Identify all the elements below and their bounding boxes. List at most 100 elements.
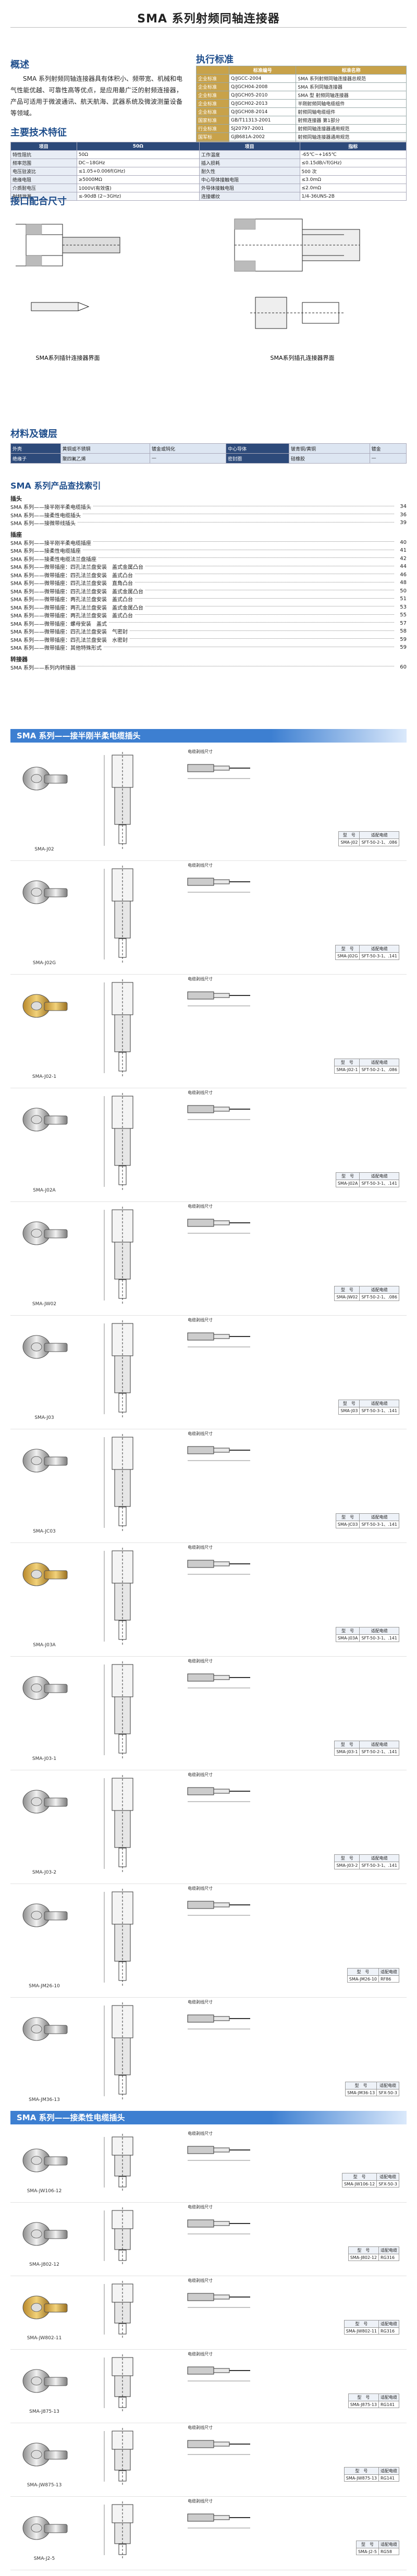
specs-col-value: 50Ω (76, 142, 200, 151)
product-spec-col-model: 型 号 (347, 1968, 379, 1976)
index-page-number: 36 (400, 512, 407, 518)
specs-cell: 射频泄漏 (10, 192, 77, 201)
index-page-number: 59 (400, 645, 407, 651)
product-spec-col-cable: 适配电缆 (378, 2393, 399, 2401)
product-photo (16, 2137, 73, 2189)
title-divider (10, 27, 407, 28)
interface-right-caption: SMA系列插孔连接器界面 (271, 354, 335, 361)
product-dimension-drawing (89, 1091, 162, 1191)
index-leader (109, 622, 394, 623)
standards-heading: 执行标准 (196, 54, 234, 65)
standards-cell: Q/JGCC-2004 (228, 74, 297, 83)
index-heading: SMA 系列产品查找索引 (10, 481, 101, 491)
standards-cell: 企业标准 (196, 99, 229, 108)
materials-cell: 镀金 (369, 443, 407, 454)
product-model-cell: SMA-JW02 (334, 1293, 360, 1301)
product-model-caption: SMA-J03-1 (32, 1756, 57, 1761)
specs-cell: 特性阻抗 (10, 150, 77, 159)
cable-strip-drawing (182, 2499, 261, 2551)
index-item-title: SMA 系列——接半刚半柔电缆插座 (10, 540, 91, 546)
product-photo (16, 1210, 73, 1262)
overview-heading: 概述 (10, 59, 29, 70)
product-spec-header: 型 号适配电缆 (335, 1627, 399, 1635)
index-page-number: 41 (400, 548, 407, 554)
product-spec-col-model: 型 号 (338, 1400, 360, 1407)
product-dimension-drawing (89, 2000, 162, 2100)
index-page-number: 48 (400, 580, 407, 586)
product-model-cell: SMA-JM36-13 (345, 2089, 377, 2096)
materials-cell: 铍青铜/黄铜 (289, 443, 370, 454)
product-model-cell: SMA-J02A (335, 1180, 360, 1187)
index-page-number: 46 (400, 572, 407, 578)
product-photo (16, 1323, 73, 1376)
product-spec-col-model: 型 号 (334, 1286, 360, 1294)
index-item-title: SMA 系列——微带插座：螺母安装 盖式 (10, 621, 107, 627)
specs-cell: 中心导体接触电阻 (199, 175, 300, 184)
page-title: SMA 系列射频同轴连接器 (137, 13, 280, 26)
product-spec-header: 型 号适配电缆 (334, 1059, 399, 1066)
product-cable-cell: SFT-50-2-1、.141 (359, 1748, 399, 1756)
specs-cell: -65℃~+165℃ (299, 150, 407, 159)
product-cable-cell: SFX-50-3 (376, 2089, 399, 2096)
standards-col-name: 标准名称 (296, 66, 407, 75)
specs-cell: ≤-90dB (2~3GHz) (76, 192, 200, 201)
cable-strip-drawing (182, 1773, 261, 1825)
cable-strip-label: 电缆剥线尺寸 (188, 2131, 213, 2136)
materials-row: 绝缘子聚四氟乙烯—密封圈硅橡胶— (10, 453, 407, 464)
standards-col-number: 标准编号 (228, 66, 297, 75)
product-cable-cell: RG141 (378, 2474, 399, 2482)
standards-cell: GB/T11313-2001 (228, 116, 297, 125)
materials-cell: 聚四氟乙烯 (60, 453, 151, 464)
specs-cell: ≤0.15dB/√f(GHz) (299, 159, 407, 167)
specs-heading: 主要技术特征 (10, 127, 67, 138)
product-spec-header: 型 号适配电缆 (334, 1286, 399, 1294)
product-spec-header: 型 号适配电缆 (338, 831, 399, 839)
product-spec-col-model: 型 号 (334, 1741, 360, 1748)
product-dimension-drawing (89, 1546, 162, 1646)
cable-strip-label: 电缆剥线尺寸 (188, 2425, 213, 2430)
standards-cell: 企业标准 (196, 91, 229, 100)
index-item-title: SMA 系列——微带插座：四孔法兰盘安装 盖式金属凸台 (10, 565, 143, 571)
materials-heading: 材料及镀层 (10, 429, 57, 440)
product-cable-cell: SFT-50-2-1、.086 (359, 1066, 399, 1074)
product-model-caption: SMA-J2-5 (33, 2556, 55, 2561)
materials-cell: — (369, 453, 407, 464)
specs-cell: 1000V(有效值) (76, 184, 200, 192)
materials-table: 外壳黄铜或不锈钢镀金或钝化中心导体铍青铜/黄铜镀金绝缘子聚四氟乙烯—密封圈硅橡胶… (10, 443, 407, 464)
cable-strip-drawing (182, 1318, 261, 1370)
specs-cell: 绝缘电阻 (10, 175, 77, 184)
specs-cell: 工作温度 (199, 150, 300, 159)
specs-cell: ≥5000MΩ (76, 175, 200, 184)
product-model-caption: SMA-JM26-10 (29, 1984, 60, 1989)
index-item-title: SMA 系列——微带插座：两孔法兰盘安装 盖式金属凸台 (10, 605, 143, 611)
